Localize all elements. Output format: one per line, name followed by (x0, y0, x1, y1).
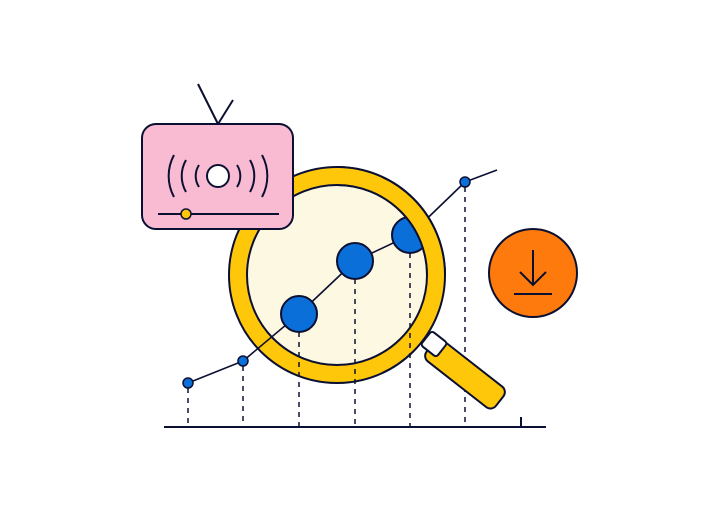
data-point (237, 355, 249, 367)
tv-antenna-left (197, 83, 219, 125)
dashed-drop-lines-magnified (298, 253, 411, 427)
magnifier-ring-outer-edge (336, 166, 446, 276)
data-point (459, 176, 471, 188)
trend-segment (187, 360, 244, 384)
data-point (336, 242, 374, 280)
magnifier-neck (420, 330, 448, 358)
data-point (182, 377, 194, 389)
download-icon (488, 228, 578, 318)
broadcast-signal-icon (167, 154, 269, 198)
data-point (280, 295, 318, 333)
tv-progress-knob (180, 208, 192, 220)
tv-antenna-right (217, 99, 234, 125)
chart-axis (164, 417, 546, 428)
magnifier-ring-overlay (337, 167, 445, 275)
retro-tv-icon (141, 83, 294, 230)
magnifier-ring-inner-edge (336, 184, 428, 276)
data-points (182, 176, 471, 389)
